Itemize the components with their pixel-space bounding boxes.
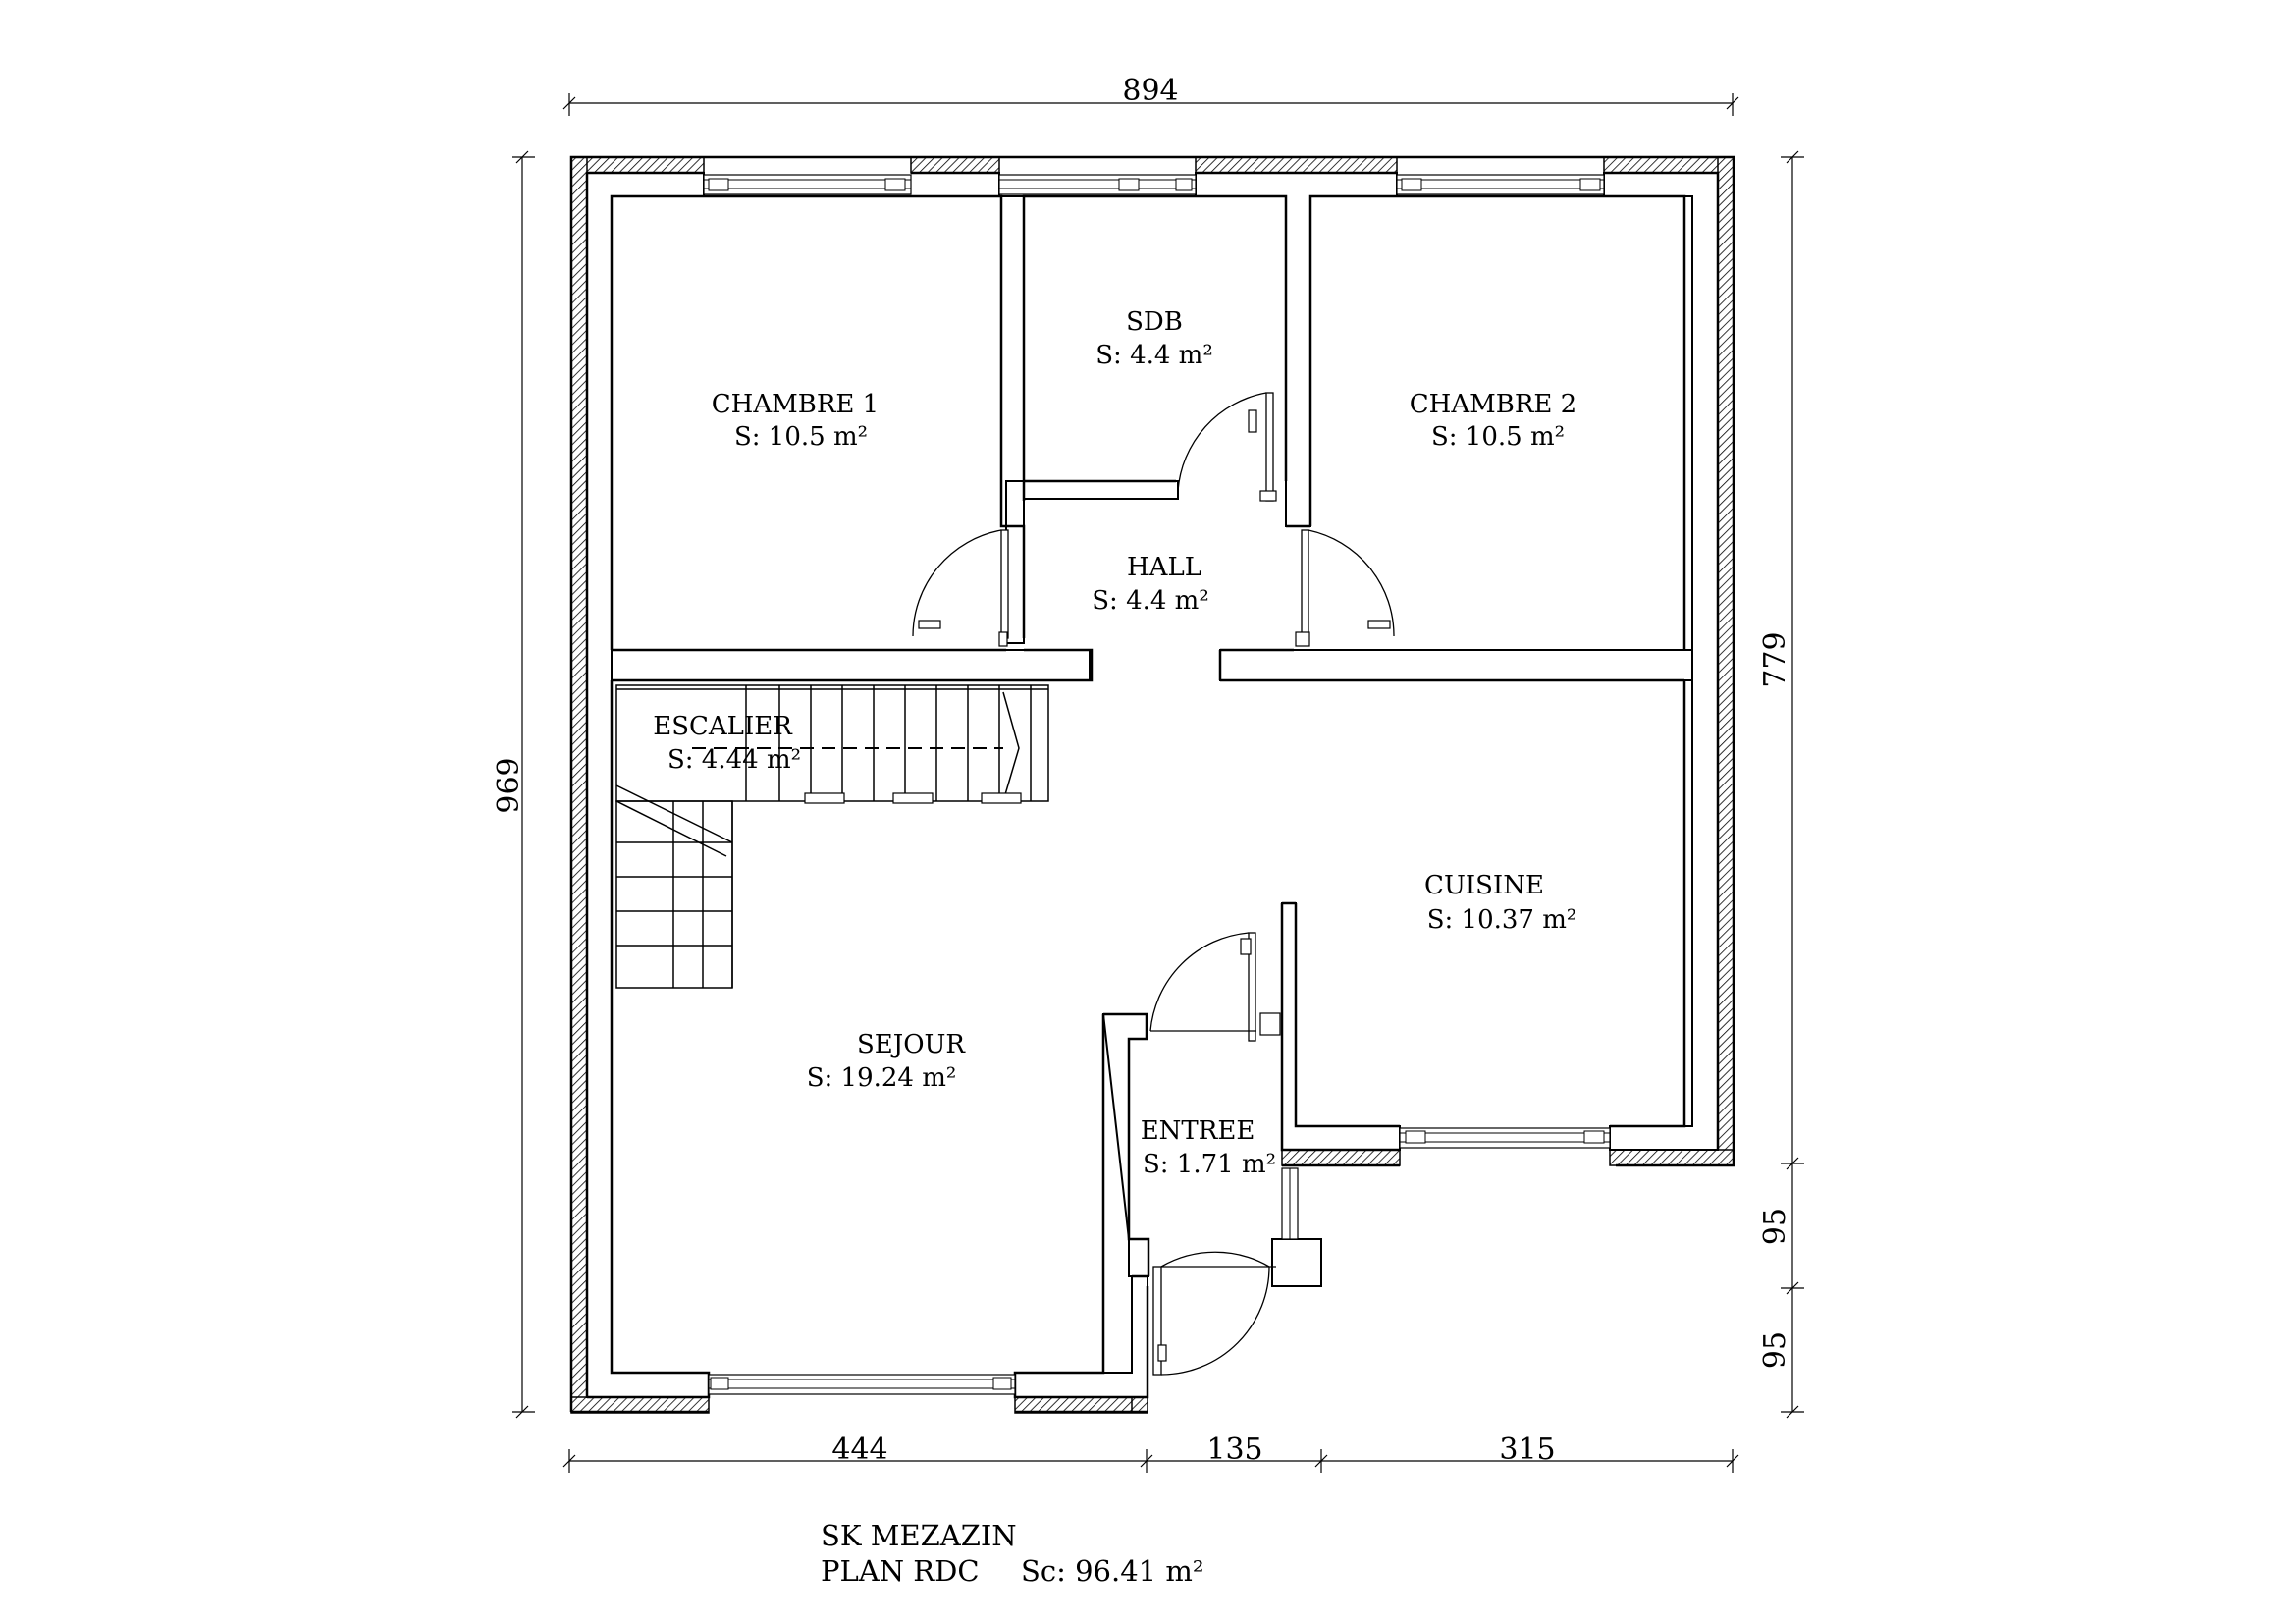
dimension-right-label-lower2: 95 [1758, 1331, 1792, 1369]
dimension-bottom [562, 1449, 1739, 1473]
title-total-area: Sc: 96.41 m² [1021, 1554, 1203, 1588]
room-area-sejour: S: 19.24 m² [807, 1063, 957, 1093]
room-name-chambre2: CHAMBRE 2 [1410, 390, 1576, 419]
doors [912, 392, 1395, 1376]
room-name-escalier: ESCALIER [653, 712, 793, 741]
room-name-hall: HALL [1127, 553, 1201, 582]
dimension-bottom-right-label: 315 [1499, 1433, 1555, 1467]
room-area-chambre2: S: 10.5 m² [1431, 422, 1565, 452]
room-name-chambre1: CHAMBRE 1 [712, 390, 879, 419]
dimension-bottom-middle-label: 135 [1206, 1433, 1262, 1467]
room-area-sdb: S: 4.4 m² [1095, 341, 1213, 370]
room-area-chambre1: S: 10.5 m² [734, 422, 868, 452]
dimension-top [562, 93, 1739, 116]
dimension-right [1781, 150, 1804, 1419]
dimension-left [512, 150, 535, 1419]
room-area-hall: S: 4.4 m² [1092, 586, 1209, 616]
room-area-escalier: S: 4.44 m² [667, 745, 801, 775]
staircase [615, 684, 1049, 989]
dimension-bottom-left-label: 444 [831, 1433, 887, 1467]
dimension-right-label-main: 779 [1758, 631, 1792, 687]
room-name-sejour: SEJOUR [857, 1030, 966, 1059]
room-area-cuisine: S: 10.37 m² [1427, 905, 1577, 935]
room-name-sdb: SDB [1126, 307, 1183, 337]
room-name-cuisine: CUISINE [1424, 871, 1544, 900]
dimension-top-label: 894 [1122, 74, 1178, 108]
title-plan: PLAN RDC [821, 1554, 980, 1588]
dimension-right-label-lower1: 95 [1758, 1208, 1792, 1245]
dimension-left-label: 969 [492, 757, 526, 813]
room-name-entree: ENTREE [1141, 1116, 1255, 1146]
title-project: SK MEZAZIN [821, 1519, 1017, 1552]
windows [703, 174, 1611, 1395]
room-area-entree: S: 1.71 m² [1143, 1150, 1276, 1179]
